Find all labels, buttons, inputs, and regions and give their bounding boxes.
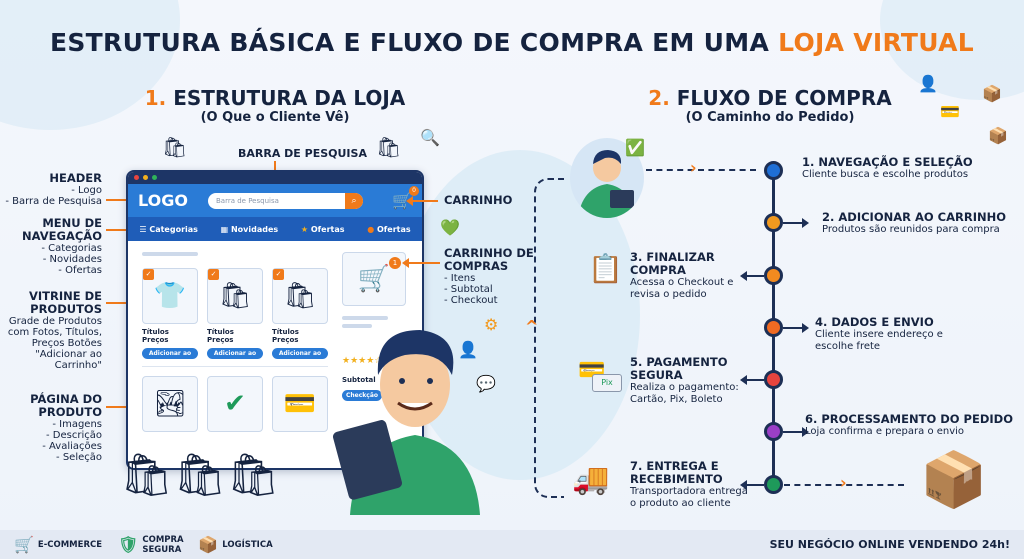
user-icon: 👤 xyxy=(918,74,938,93)
gear-icon: ⚙ xyxy=(484,315,499,334)
shopping-bags-icon: 🛍🛍🛍 xyxy=(120,450,280,499)
chat-icon: 💬 xyxy=(476,374,496,393)
search-input[interactable]: Barra de Pesquisa⌕ xyxy=(208,192,363,209)
box-icon: 📦 xyxy=(988,126,1008,145)
shield-icon: 🛡 xyxy=(118,535,139,554)
step-node-1 xyxy=(764,161,783,180)
store-logo[interactable]: LOGO xyxy=(138,191,188,210)
side-cart-icon[interactable]: 🛒1 xyxy=(342,252,406,306)
verified-badge-icon: ✔ xyxy=(207,376,263,432)
product-card-green-bag[interactable]: ✓🛍 xyxy=(272,268,328,324)
add-to-cart-button[interactable]: Adicionar ao xyxy=(207,348,263,359)
check-bubble-icon: ✅ xyxy=(625,138,645,157)
step-node-4 xyxy=(764,318,783,337)
label-shopping-cart: CARRINHO DE COMPRAS- Itens - Subtotal - … xyxy=(444,246,534,307)
heart-icon: 💚 xyxy=(440,218,460,237)
section-1-heading: 1. ESTRUTURA DA LOJA (O Que o Cliente Vê… xyxy=(144,86,406,125)
bag-icon: 🛍 xyxy=(162,135,188,159)
customer-with-tablet-illustration xyxy=(332,330,480,515)
step-node-3 xyxy=(764,266,783,285)
label-search-bar: BARRA DE PESQUISA xyxy=(238,147,367,160)
user-icon: 👤 xyxy=(458,340,478,359)
nav-ofertas-2[interactable]: ● Ofertas xyxy=(367,224,411,234)
product-card-tshirt[interactable]: ✓👕 xyxy=(142,268,198,324)
page-title: ESTRUTURA BÁSICA E FLUXO DE COMPRA EM UM… xyxy=(49,28,974,57)
section-2-heading: 2. FLUXO DE COMPRA (O Caminho do Pedido) xyxy=(648,86,892,125)
chevron-up-icon: ^ xyxy=(525,317,539,336)
add-to-cart-button[interactable]: Adicionar ao xyxy=(142,348,198,359)
nav-novidades[interactable]: ▦ Novidades xyxy=(220,224,279,234)
product-card-orange-bag[interactable]: ✓🛍 xyxy=(207,268,263,324)
product-image-icon: 🏞 xyxy=(142,376,198,432)
step-node-5 xyxy=(764,370,783,389)
customer-avatar xyxy=(570,138,644,218)
label-header: HEADER- Logo - Barra de Pesquisa xyxy=(5,171,102,208)
box-icon: 📦 xyxy=(198,535,219,554)
footer-bar: 🛒E-COMMERCE 🛡COMPRA SEGURA 📦LOGÍSTICA SE… xyxy=(0,530,1024,559)
search-icon: 🔍 xyxy=(420,128,440,147)
bag-icon: 🛍 xyxy=(376,135,402,159)
label-menu: MENU DE NAVEGAÇÃO- Categorias - Novidade… xyxy=(22,216,102,277)
nav-categorias[interactable]: ☰ Categorias xyxy=(139,224,198,234)
step-node-7 xyxy=(764,475,783,494)
store-browser-mockup: LOGO Barra de Pesquisa⌕ 🛒0 ☰ Categorias … xyxy=(126,170,424,470)
label-product-page: PÁGINA DO PRODUTO- Imagens - Descrição -… xyxy=(30,392,102,464)
credit-card-icon: 💳 xyxy=(272,376,328,432)
package-delivery-icon: 📦 xyxy=(920,448,988,511)
step-node-2 xyxy=(764,213,783,232)
pix-card-icon: Pix xyxy=(592,374,622,392)
search-icon[interactable]: ⌕ xyxy=(345,192,363,209)
delivery-truck-icon: 🚚 xyxy=(572,462,610,497)
dashed-arrow-start xyxy=(646,169,756,171)
cart-icon: 🛒 xyxy=(14,535,34,554)
arrow-shopping-cart xyxy=(402,258,440,268)
step-node-6 xyxy=(764,422,783,441)
nav-ofertas[interactable]: ★ Ofertas xyxy=(300,224,345,234)
checkout-button[interactable]: Checkção xyxy=(342,390,382,401)
box-icon: 📦 xyxy=(982,84,1002,103)
connector-path xyxy=(534,178,564,498)
checklist-icon: 📋 xyxy=(588,252,623,285)
payment-icon: 💳 xyxy=(940,102,960,121)
arrow-cart xyxy=(406,196,438,206)
label-cart: CARRINHO xyxy=(444,193,513,207)
slogan: SEU NEGÓCIO ONLINE VENDENDO 24h! xyxy=(769,538,1010,551)
rating-stars: ★★★★☆ xyxy=(342,356,383,366)
add-to-cart-button[interactable]: Adicionar ao xyxy=(272,348,328,359)
